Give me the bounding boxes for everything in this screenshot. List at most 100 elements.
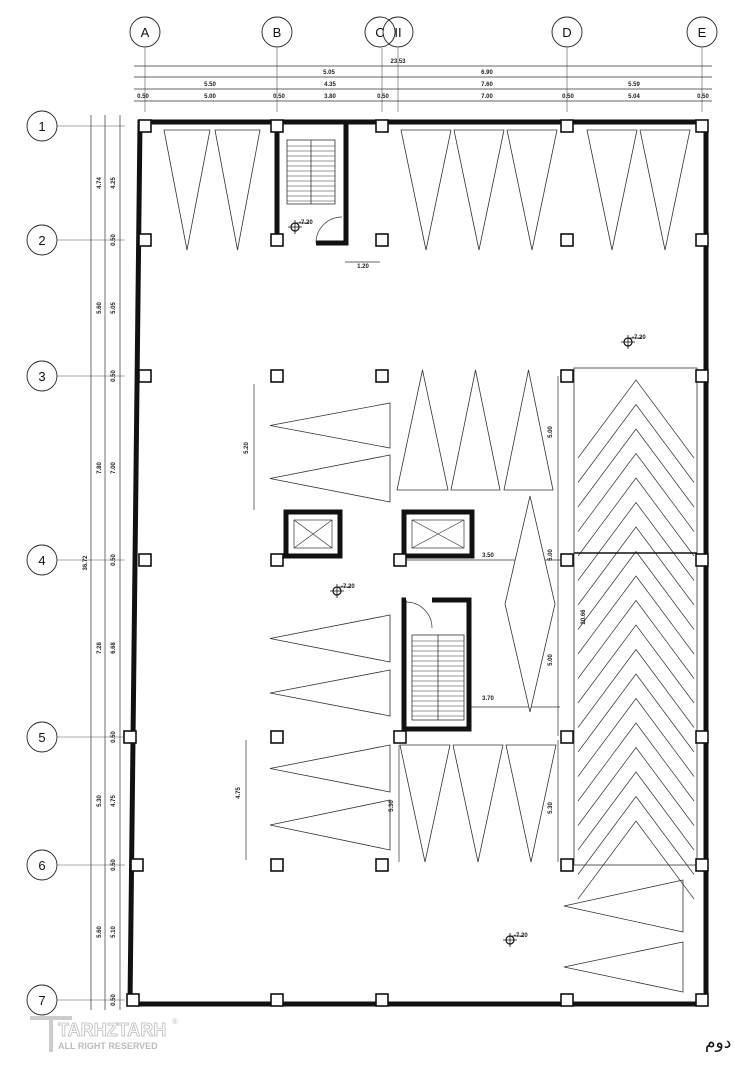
dimension-left-total: 36.72 <box>83 555 89 571</box>
grid-bubble-column <box>364 16 396 48</box>
dimension-left-column: 0.50 <box>111 370 117 382</box>
column <box>375 993 389 1007</box>
grid-bubble-row <box>26 110 58 142</box>
dimension-top: 5.59 <box>628 82 640 88</box>
dimension-top-total: 23.53 <box>390 59 406 65</box>
column <box>123 730 137 744</box>
elevator-2 <box>401 509 475 559</box>
dimension-top: 6.90 <box>481 70 493 76</box>
ramp-chevron <box>577 599 695 679</box>
level-markers: -7.20-7.20-7.20-7.20 <box>288 220 646 947</box>
ramp-chevron <box>577 722 695 802</box>
dimension-top: 0.50 <box>137 94 149 100</box>
column <box>695 369 709 383</box>
stair-core-middle <box>401 597 472 732</box>
ramp-chevron <box>577 575 695 655</box>
column <box>695 730 709 744</box>
dimension-top: 5.50 <box>204 82 216 88</box>
grid-bubble-column <box>129 16 161 48</box>
logo-registered: ® <box>172 1017 178 1026</box>
grid-label-row: 7 <box>38 993 45 1008</box>
logo-brand: TARHZTARH <box>58 1020 166 1040</box>
column <box>560 730 574 744</box>
column <box>375 233 389 247</box>
column <box>695 553 709 567</box>
dimension-left-outer: 4.74 <box>97 177 103 189</box>
level-value: -7.20 <box>514 933 528 939</box>
dimension-interior: 4.75 <box>236 787 242 799</box>
dimension-top: 5.05 <box>323 70 335 76</box>
parking-stall <box>269 669 391 717</box>
grid-bubble-column <box>382 16 414 48</box>
ramp-chevron <box>577 771 695 851</box>
parking-stall <box>505 744 557 863</box>
dimension-interior: 5.00 <box>548 654 554 666</box>
column <box>695 233 709 247</box>
dimension-left-inner: 5.05 <box>111 302 117 314</box>
dimension-left-inner: 5.10 <box>111 926 117 938</box>
dimension-labels: 23.53 5.05 6.90 5.50 4.35 7.60 5.59 0.50 5.00 0.5… <box>83 59 709 1006</box>
column <box>138 369 152 383</box>
dimension-top: 0.50 <box>273 94 285 100</box>
logo-tagline: ALL RIGHT RESERVED <box>58 1041 158 1051</box>
dimension-interior: 5.30 <box>389 800 395 812</box>
column <box>560 858 574 872</box>
level-marker-cross <box>621 335 642 349</box>
parking-stall-diamond <box>504 495 556 713</box>
column <box>270 369 284 383</box>
level-marker-cross <box>288 220 309 234</box>
grid-bubble-row <box>26 544 58 576</box>
grid-label-column: C <box>375 25 384 40</box>
grid-label-row: 2 <box>38 233 45 248</box>
dimension-top: 7.60 <box>481 82 493 88</box>
ramp-chevron <box>577 403 695 483</box>
dimension-top: 5.00 <box>204 94 216 100</box>
dimension-interior: 5.20 <box>244 442 250 454</box>
parking-stall <box>269 402 391 449</box>
column <box>393 553 407 567</box>
column <box>695 993 709 1007</box>
column <box>560 119 574 133</box>
ramp-chevron <box>577 624 695 704</box>
dimension-top: 4.35 <box>324 82 336 88</box>
grid-bubble-row <box>26 721 58 753</box>
level-value: -7.20 <box>299 220 313 226</box>
column <box>270 119 284 133</box>
grid-bubble-row <box>26 984 58 1016</box>
grid-label-row: 5 <box>38 730 45 745</box>
dimension-left-column: 0.50 <box>111 234 117 246</box>
parking-stall <box>269 744 391 793</box>
grid-label-column: E <box>698 25 707 40</box>
column <box>138 553 152 567</box>
grid-bubble-row <box>26 849 58 881</box>
column <box>138 119 152 133</box>
dimension-left-outer: 5.60 <box>97 926 103 938</box>
column <box>130 858 144 872</box>
grid-bubble-column <box>261 16 293 48</box>
dimension-left-outer: 5.60 <box>97 302 103 314</box>
column <box>695 119 709 133</box>
dimension-top: 0.50 <box>697 94 709 100</box>
grid-label-column: A <box>141 25 150 40</box>
column <box>270 730 284 744</box>
parking-stall <box>450 369 501 491</box>
column <box>695 858 709 872</box>
watermark-logo: TARHZTARH ALL RIGHT RESERVED ® <box>30 1016 178 1052</box>
parking-stall <box>563 941 684 993</box>
level-value: -7.20 <box>341 584 355 590</box>
dimension-top: 5.04 <box>628 94 640 100</box>
grid-label-column: II <box>394 25 401 40</box>
column <box>560 233 574 247</box>
parking-stall <box>563 879 684 933</box>
parking-stall <box>452 744 504 863</box>
ramp-chevron <box>577 697 695 777</box>
column <box>375 119 389 133</box>
structural-columns <box>123 119 709 1007</box>
parking-stall <box>639 129 691 251</box>
dimension-interior: 5.00 <box>548 549 554 561</box>
dimension-left-outer: 7.80 <box>97 462 103 474</box>
dimension-top: 7.00 <box>481 94 493 100</box>
dimension-interior: 3.50 <box>482 553 494 559</box>
grid-bubble-row <box>26 224 58 256</box>
